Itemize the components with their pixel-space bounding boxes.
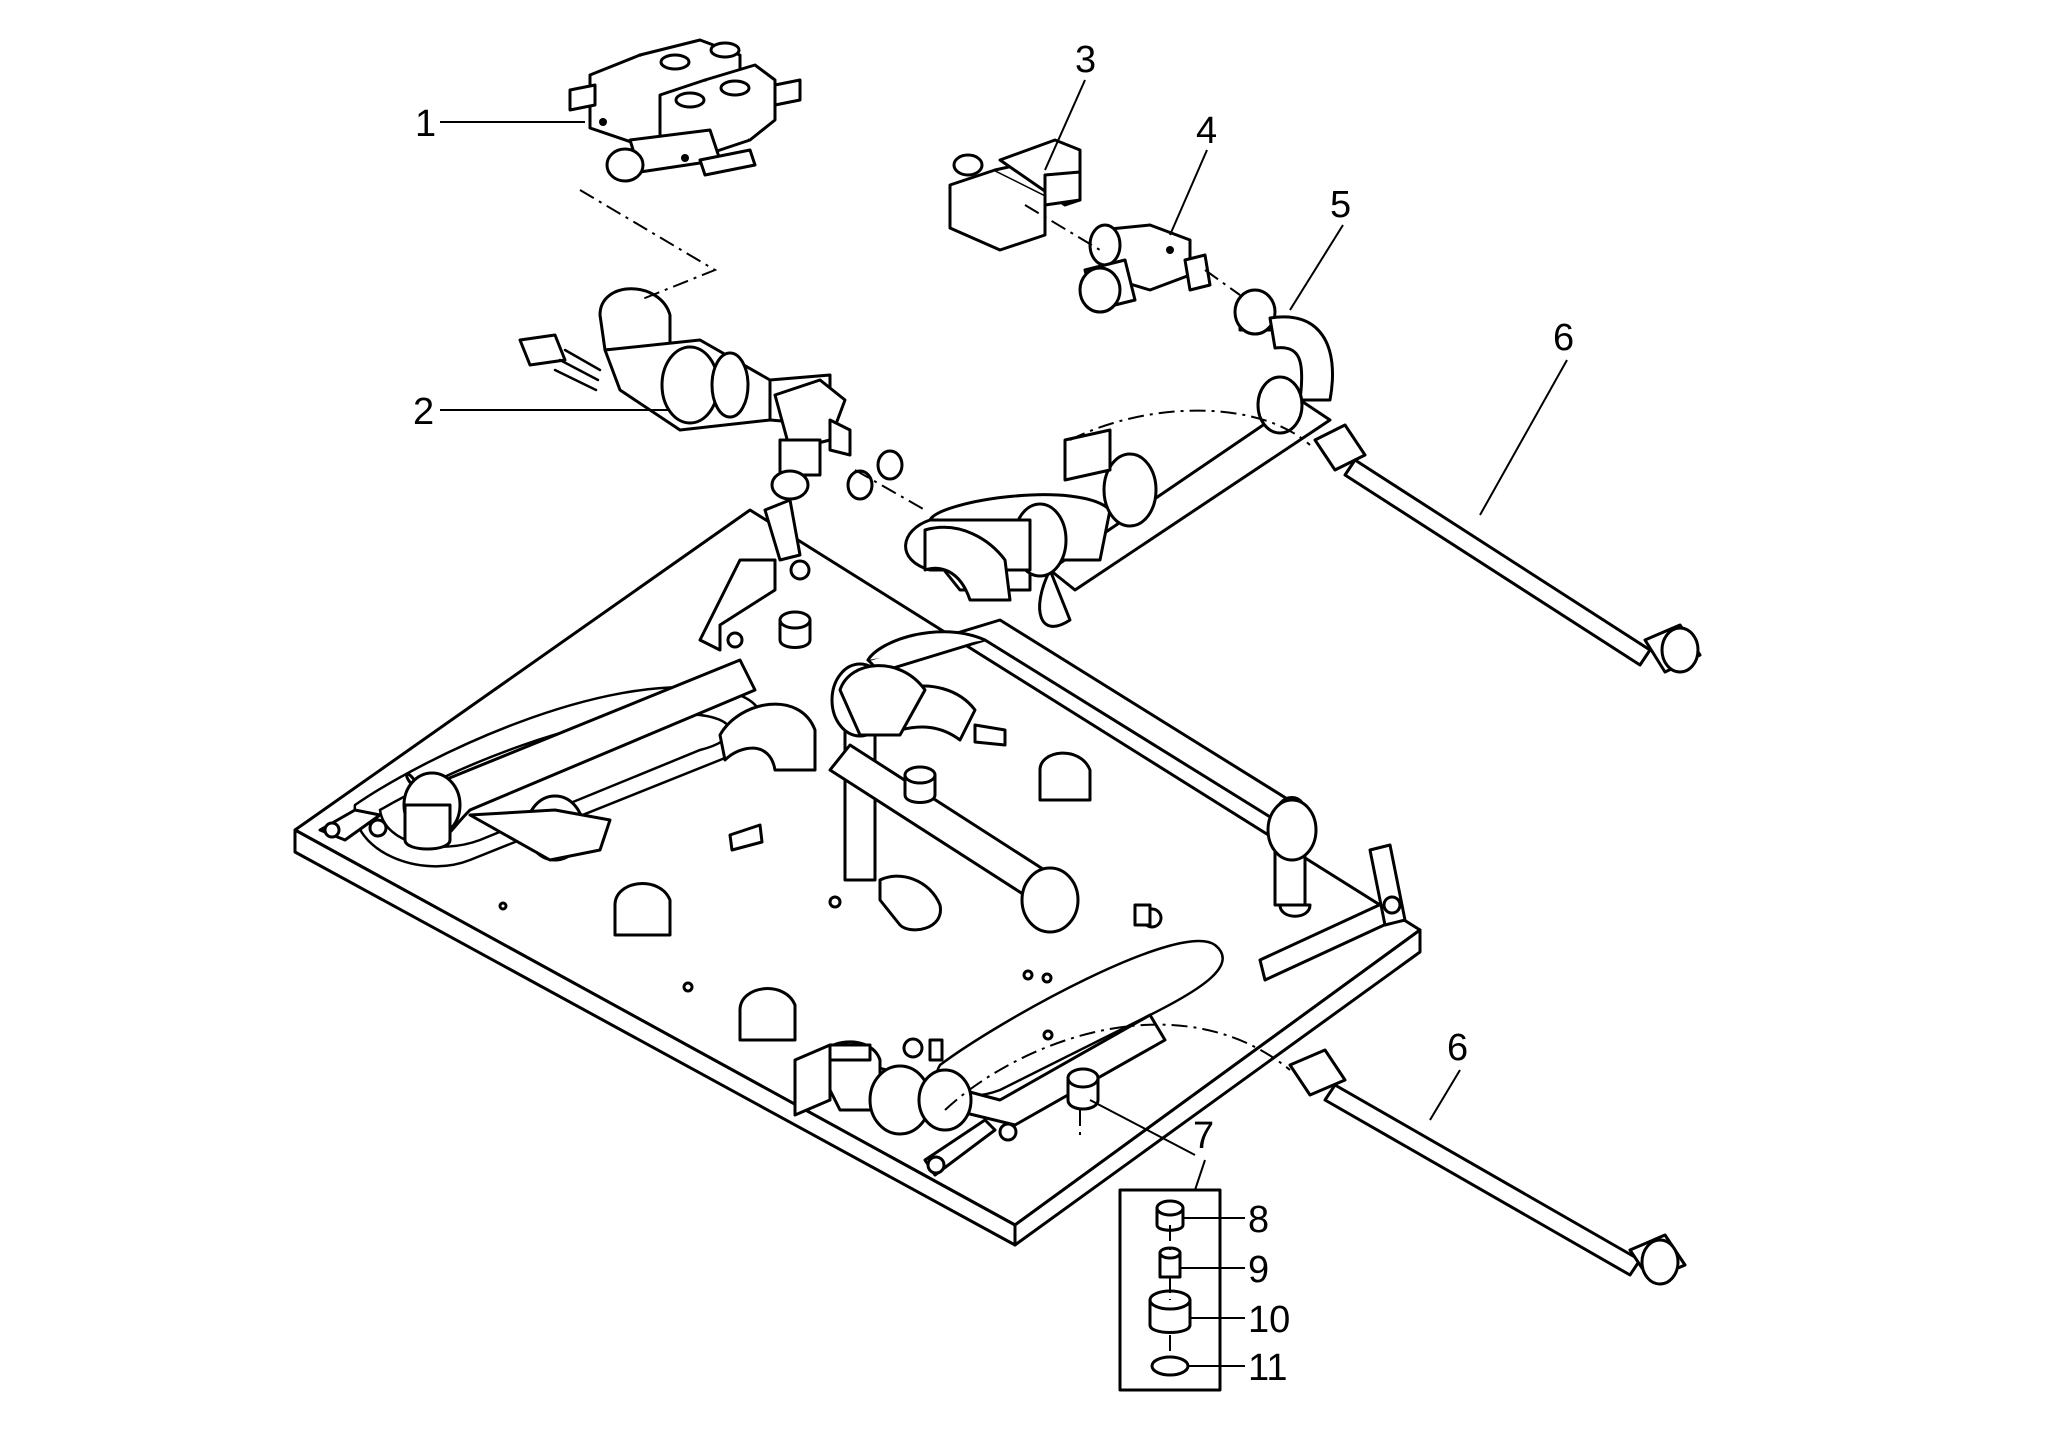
callout-8: 8	[1248, 1199, 1269, 1241]
callout-3: 3	[1075, 39, 1096, 81]
callout-5: 5	[1330, 184, 1351, 226]
leader-lines	[440, 79, 1568, 1367]
part-2-flow-meter-assembly	[518, 287, 904, 501]
explode-lines	[579, 189, 1311, 1140]
callout-2: 2	[413, 391, 434, 433]
part-5-pipe-assembly	[904, 288, 1334, 628]
part-1-solenoid-valve-block	[568, 38, 802, 183]
plate-fittings	[318, 498, 1407, 1177]
callout-labels: 1 2 3 4 5 6 6 7 8 9 10 11	[413, 39, 1574, 1389]
callout-9: 9	[1248, 1249, 1269, 1291]
part-6-flexible-hose-lower	[1288, 1048, 1687, 1286]
plate-pipework	[402, 618, 1318, 1136]
callout-6-upper: 6	[1553, 317, 1574, 359]
callout-6-lower: 6	[1447, 1027, 1468, 1069]
callout-4: 4	[1196, 110, 1217, 152]
callout-10: 10	[1248, 1299, 1290, 1341]
callout-7: 7	[1193, 1115, 1214, 1157]
callout-1: 1	[415, 103, 436, 145]
detail-box-valve-7	[1118, 1188, 1222, 1392]
part-4-tee-valve	[1078, 223, 1212, 314]
part-3-solenoid-valve	[948, 138, 1082, 252]
part-6-flexible-hose-upper	[1313, 423, 1702, 674]
callout-11: 11	[1248, 1347, 1287, 1389]
